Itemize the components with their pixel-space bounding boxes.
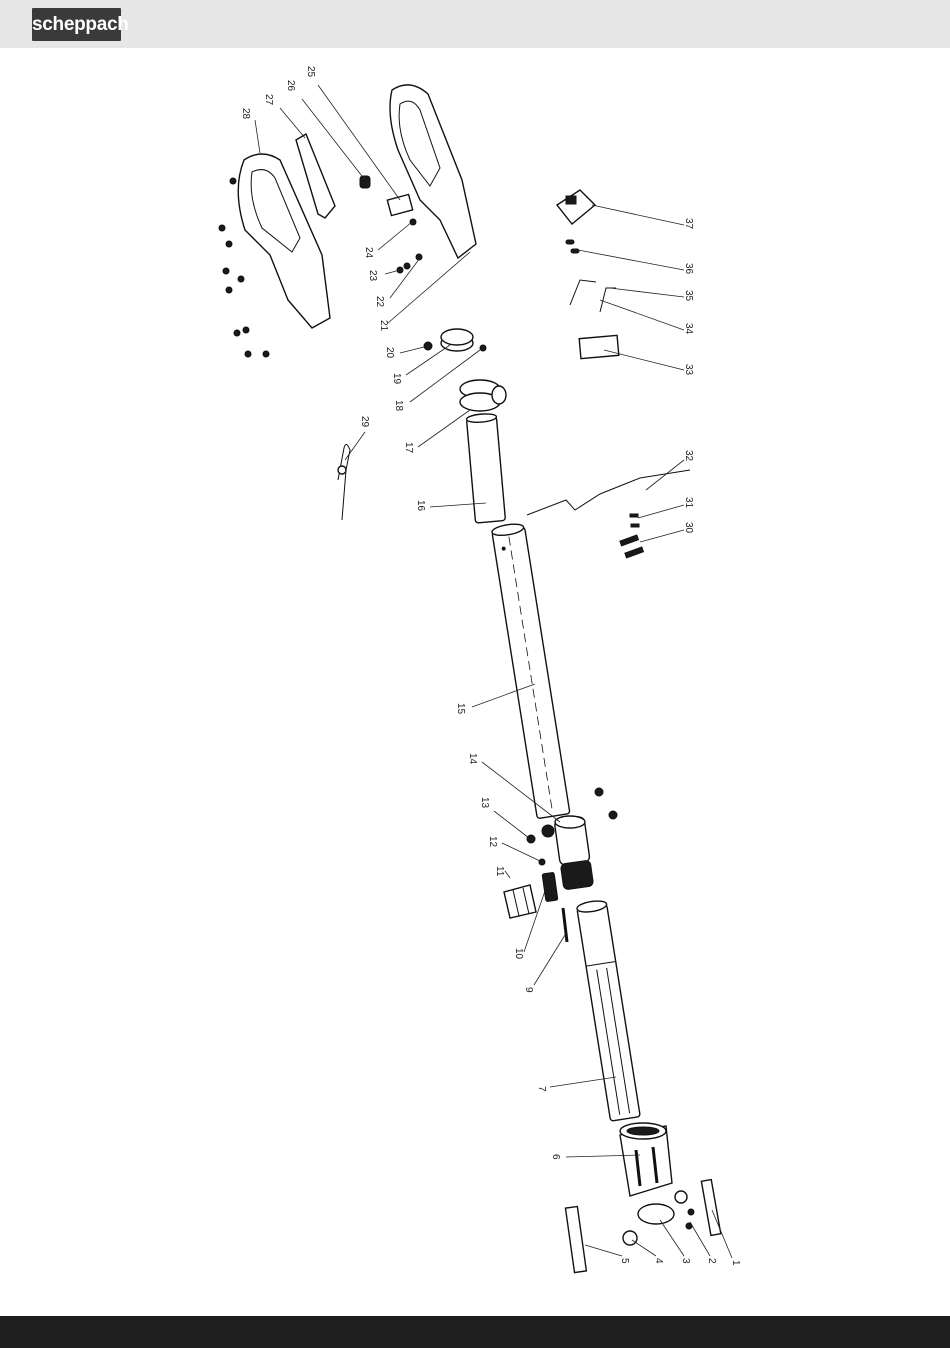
label-14: 14 <box>467 753 478 765</box>
part-19-clamp-ring <box>424 329 486 351</box>
label-2: 2 <box>706 1258 717 1264</box>
part-16-upper-tube <box>466 413 505 523</box>
label-5: 5 <box>619 1258 630 1264</box>
label-13: 13 <box>479 797 490 809</box>
label-27: 27 <box>263 94 274 106</box>
label-37: 37 <box>683 218 694 230</box>
label-22: 22 <box>374 296 385 308</box>
parts-21-24-screws <box>397 219 422 273</box>
part-26-spring <box>360 176 370 188</box>
page-header: scheppach <box>0 0 950 48</box>
label-29: 29 <box>359 416 370 428</box>
parts-34-35-wires <box>570 280 616 312</box>
label-4: 4 <box>653 1258 664 1264</box>
part-33-board <box>579 335 619 358</box>
label-24: 24 <box>363 247 374 259</box>
part-25-switch-plate <box>387 194 412 215</box>
label-21: 21 <box>378 320 389 332</box>
part-32-cable <box>527 470 690 515</box>
page-footer <box>0 1316 950 1348</box>
label-19: 19 <box>391 373 402 385</box>
part-6-housing-cap <box>620 1123 672 1196</box>
part-17-clamp <box>460 380 506 411</box>
label-33: 33 <box>683 364 694 376</box>
part-27-trigger-bar <box>296 134 335 218</box>
parts-1-5-head <box>565 1180 720 1273</box>
label-34: 34 <box>683 323 694 335</box>
handle-right-shell <box>390 85 476 258</box>
label-11: 11 <box>494 866 505 877</box>
label-9: 9 <box>523 987 534 993</box>
label-25: 25 <box>305 66 316 78</box>
leader-lines <box>255 85 732 1258</box>
label-3: 3 <box>680 1258 691 1264</box>
scheppach-logo: scheppach <box>32 8 121 41</box>
label-15: 15 <box>455 703 466 715</box>
label-32: 32 <box>683 450 694 462</box>
part-36-terminals <box>566 240 579 253</box>
label-31: 31 <box>683 497 694 509</box>
label-12: 12 <box>487 836 498 848</box>
part-7-lower-tube <box>576 899 640 1121</box>
label-30: 30 <box>683 522 694 534</box>
label-18: 18 <box>393 400 404 412</box>
label-17: 17 <box>403 442 414 454</box>
label-10: 10 <box>513 948 524 960</box>
label-7: 7 <box>536 1086 547 1092</box>
label-28: 28 <box>240 108 251 120</box>
label-16: 16 <box>415 500 426 512</box>
label-35: 35 <box>683 290 694 302</box>
parts-30-31-connectors <box>620 514 644 558</box>
exploded-parts-diagram: 1 2 3 4 5 6 7 9 10 11 12 13 14 15 16 17 … <box>0 48 950 1316</box>
part-15-main-tube <box>491 522 570 819</box>
part-37-switch <box>557 190 595 224</box>
label-23: 23 <box>367 270 378 282</box>
label-1: 1 <box>730 1260 741 1266</box>
label-36: 36 <box>683 263 694 275</box>
label-26: 26 <box>285 80 296 92</box>
label-6: 6 <box>550 1154 561 1160</box>
label-20: 20 <box>384 347 395 359</box>
